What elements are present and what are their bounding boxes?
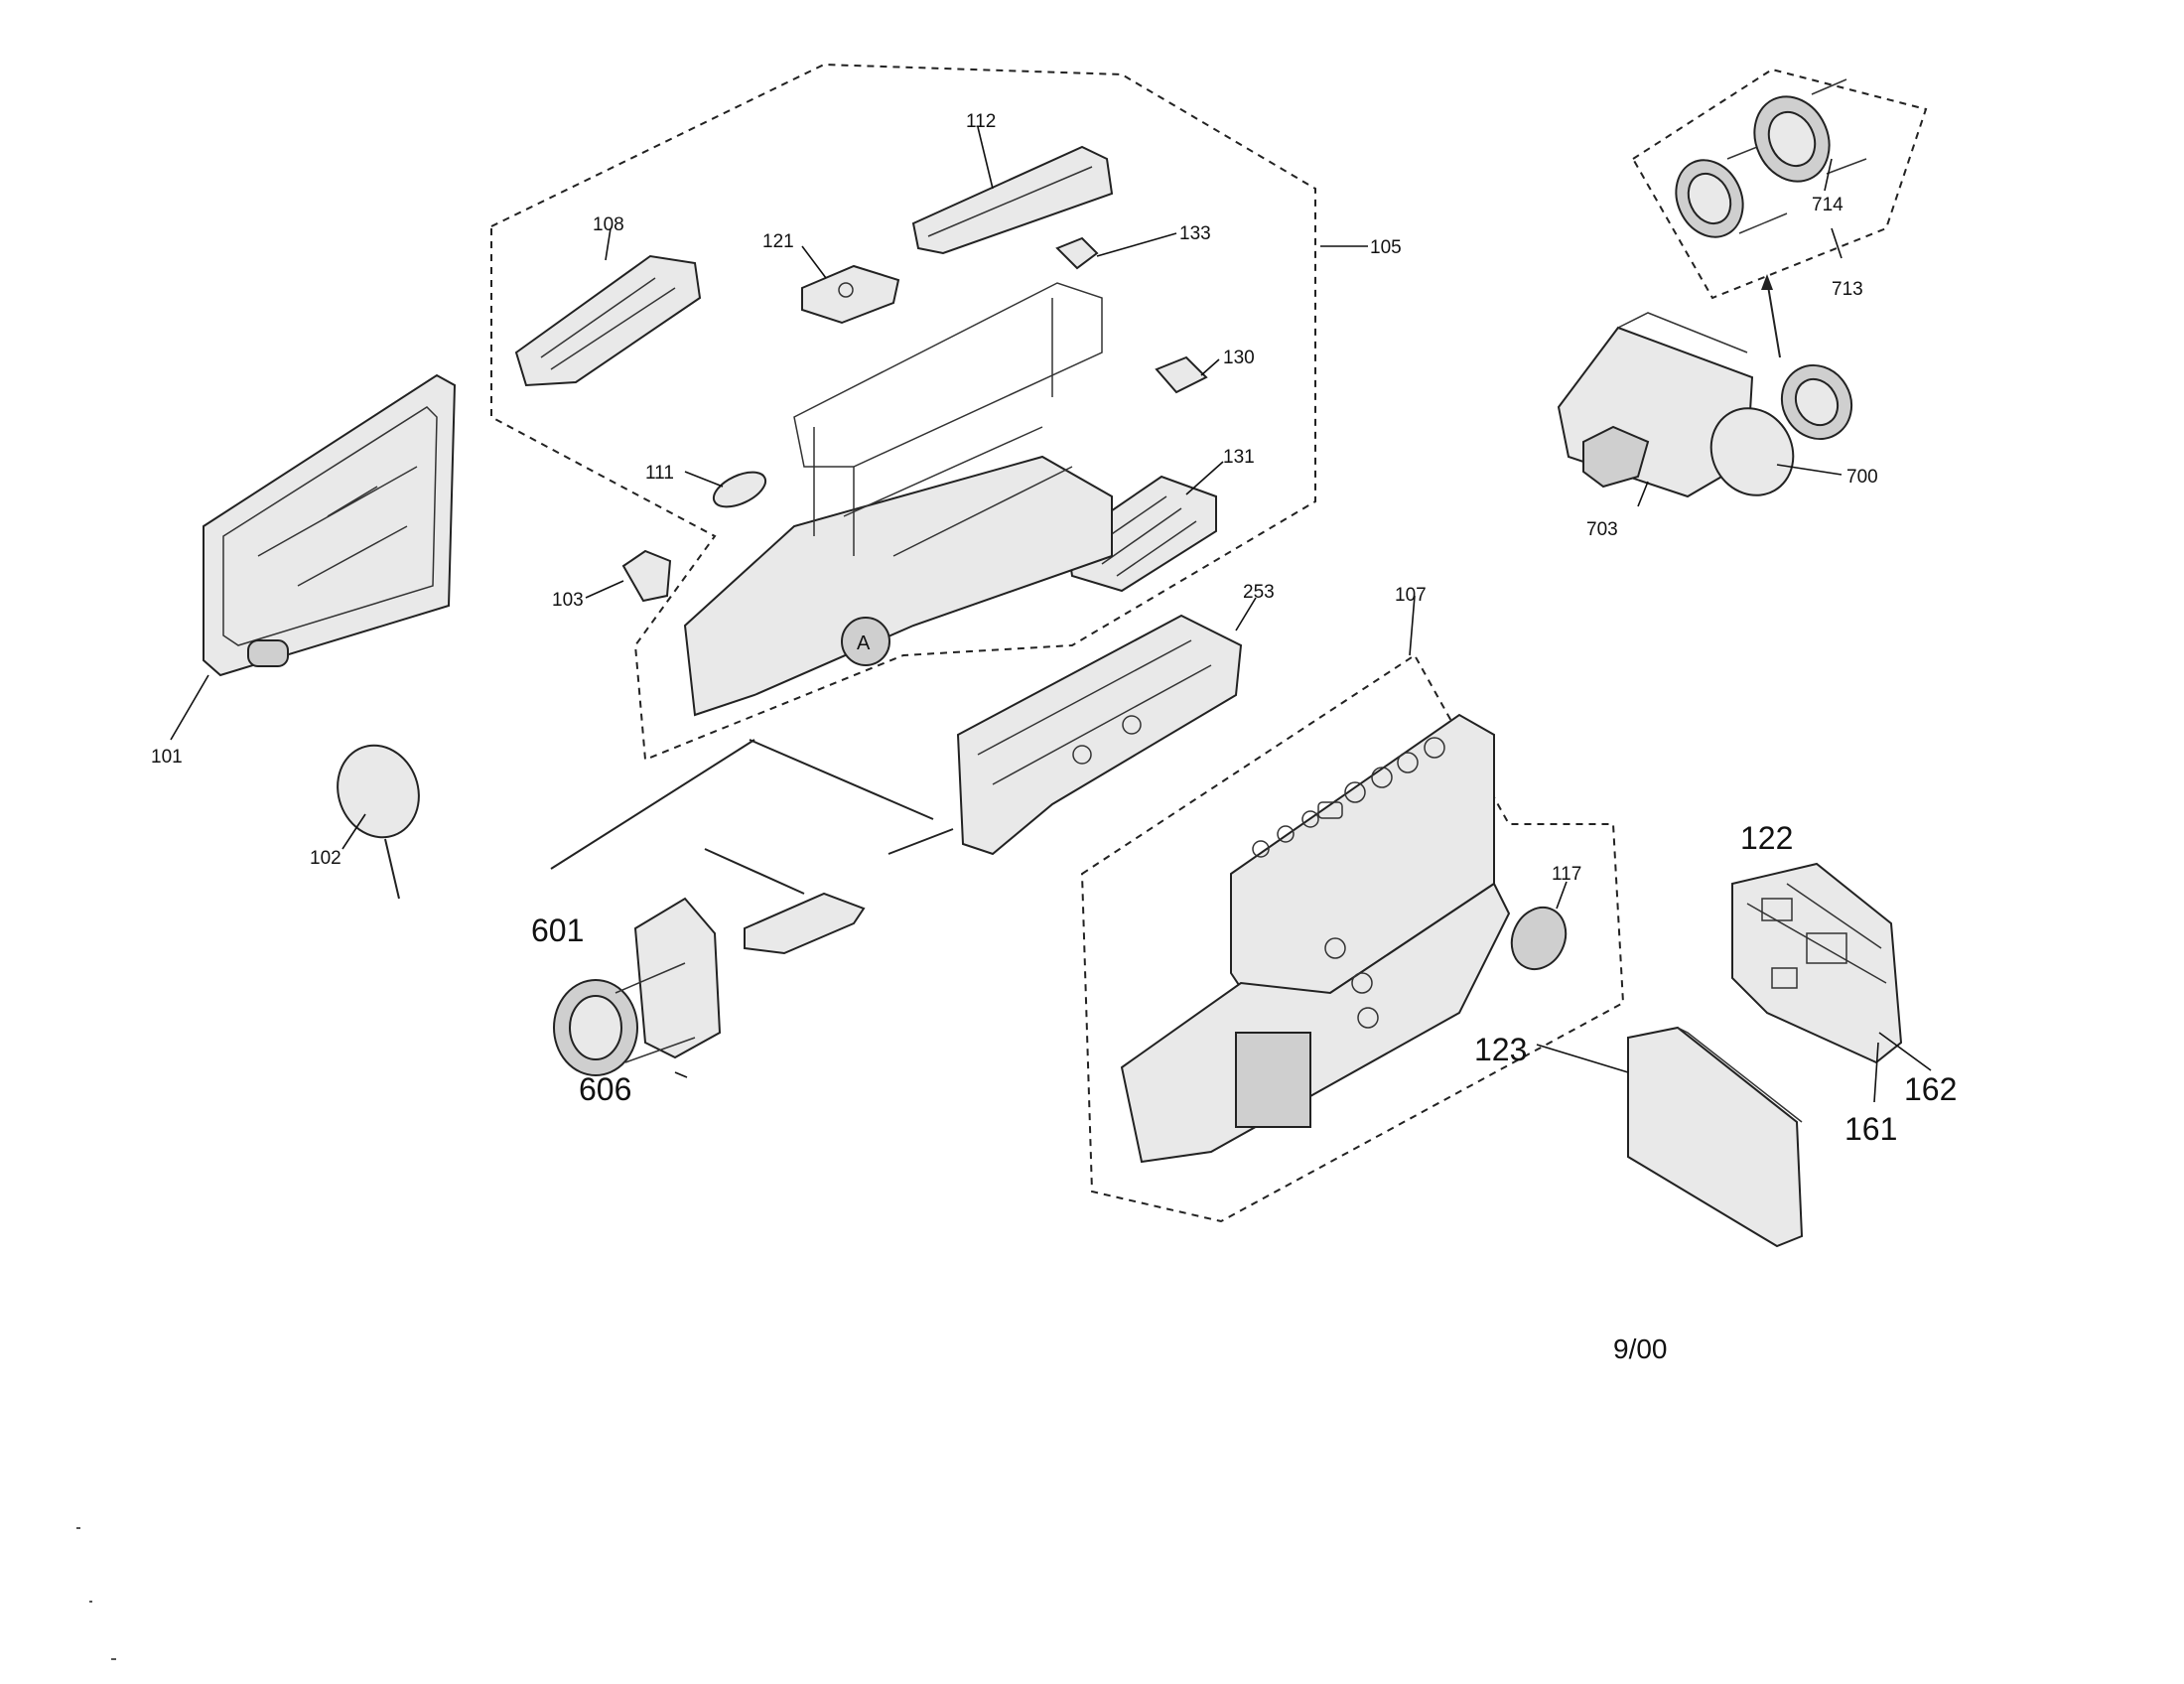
label-122: 122 — [1740, 820, 1793, 856]
part-714-rings — [1675, 78, 1867, 259]
part-number-labels: 101 102 103 105 107 108 111 112 117 121 … — [151, 111, 1957, 1147]
label-105: 105 — [1370, 237, 1402, 258]
part-102-lens-cap — [337, 744, 420, 900]
part-130-latch — [1155, 355, 1220, 394]
label-121: 121 — [762, 231, 794, 252]
label-253: 253 — [1243, 582, 1275, 603]
label-162: 162 — [1904, 1071, 1957, 1107]
label-703: 703 — [1586, 519, 1618, 540]
label-123: 123 — [1474, 1032, 1527, 1067]
part-123-battery — [1536, 1026, 1804, 1248]
part-133-clip — [1055, 232, 1177, 270]
label-108: 108 — [593, 214, 624, 235]
part-103-clip — [585, 549, 672, 603]
lens-bracket — [704, 848, 866, 955]
part-101-door-panel — [170, 373, 457, 741]
part-131-cassette-holder — [1065, 461, 1224, 593]
label-700: 700 — [1846, 467, 1878, 488]
label-606: 606 — [579, 1071, 631, 1107]
label-117: 117 — [1552, 864, 1581, 885]
part-111-button — [684, 471, 767, 508]
part-108-hand-strap — [514, 227, 702, 387]
label-112: 112 — [966, 111, 996, 132]
scan-specks — [76, 1527, 116, 1660]
part-601-606-lens-unit — [550, 739, 934, 1078]
part-107-side-cover — [1120, 595, 1511, 1164]
part-112-handle — [911, 126, 1114, 255]
part-700-703-viewfinder — [1557, 274, 1853, 507]
label-111: 111 — [645, 463, 674, 484]
part-121-bracket — [801, 245, 900, 325]
label-103: 103 — [552, 590, 584, 611]
callout-a-label: A — [857, 632, 871, 654]
label-714: 714 — [1812, 195, 1843, 215]
label-601: 601 — [531, 912, 584, 948]
main-frame-body: A — [683, 282, 1113, 717]
part-122-circuit-board — [1731, 862, 1932, 1103]
part-253-chassis — [887, 597, 1257, 856]
label-130: 130 — [1223, 348, 1255, 368]
date-code: 9/00 — [1613, 1333, 1668, 1364]
assembly-group-713-outline — [1631, 68, 1928, 300]
part-117-round-cover — [1510, 881, 1568, 971]
label-133: 133 — [1179, 223, 1211, 244]
assembly-group-107-outline — [1080, 653, 1625, 1223]
label-161: 161 — [1844, 1111, 1897, 1147]
label-107: 107 — [1395, 585, 1427, 606]
label-713: 713 — [1832, 279, 1863, 300]
label-101: 101 — [151, 747, 183, 768]
label-131: 131 — [1223, 447, 1255, 468]
label-102: 102 — [310, 848, 341, 869]
